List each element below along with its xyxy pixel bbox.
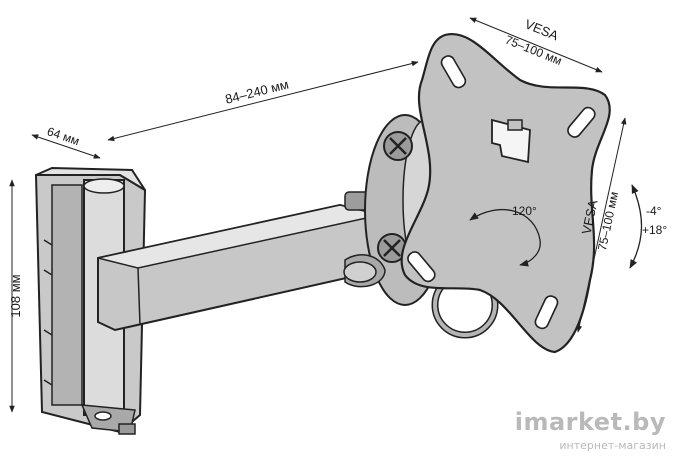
vesa-top-title: VESA xyxy=(523,16,561,43)
depth-dimension: 64 мм xyxy=(31,124,101,159)
tilt-up-label: -4° xyxy=(646,204,662,218)
extension-dimension: 84–240 мм xyxy=(107,60,419,142)
watermark-tagline: интернет-магазин xyxy=(559,439,666,452)
tilt-down-label: +18° xyxy=(642,223,667,237)
vesa-side-value: 75–100 мм xyxy=(595,190,621,251)
screw-icon xyxy=(383,131,413,161)
tilt-indicator: -4° +18° xyxy=(629,184,667,269)
watermark-brand: imarket.by xyxy=(514,408,666,436)
height-dimension: 108 мм xyxy=(8,179,23,413)
vesa-side-title: VESA xyxy=(579,198,601,235)
depth-label: 64 мм xyxy=(45,124,81,148)
vesa-plate xyxy=(400,32,611,354)
rotation-indicator: 120° xyxy=(469,204,541,267)
height-label: 108 мм xyxy=(8,274,23,317)
rotation-label: 120° xyxy=(512,204,537,218)
